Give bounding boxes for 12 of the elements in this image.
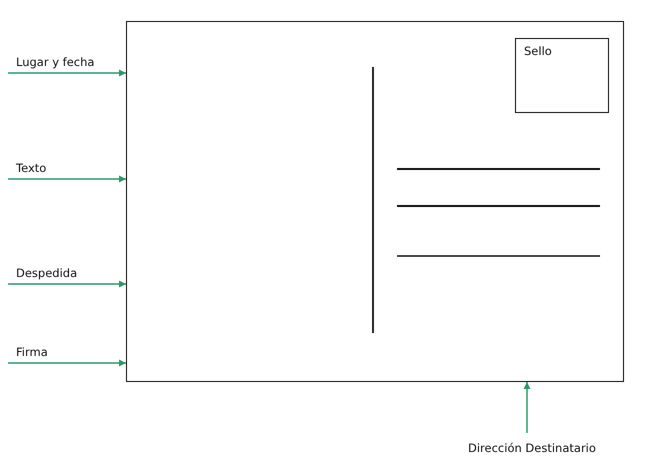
annotation-label: Texto <box>16 161 110 179</box>
postcard-outline <box>126 21 624 382</box>
annotation-label: Despedida <box>16 266 110 284</box>
arrow <box>8 176 126 182</box>
annotation-label: Dirección Destinatario <box>468 441 618 457</box>
annotation-label: Lugar y fecha <box>16 55 110 73</box>
arrow <box>8 70 126 76</box>
annotation-label: Firma <box>16 345 110 363</box>
arrow <box>8 360 126 366</box>
arrow <box>524 382 530 433</box>
stamp-box: Sello <box>515 38 609 113</box>
arrow <box>8 280 126 288</box>
